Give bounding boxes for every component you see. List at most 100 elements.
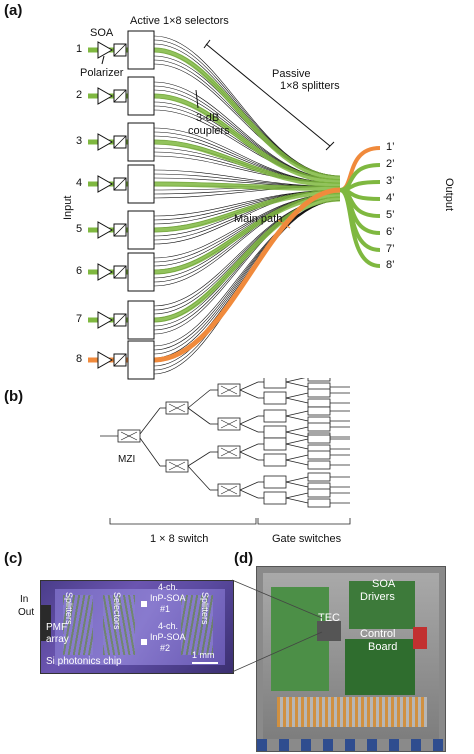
mzi-cross (220, 385, 238, 395)
scale-bar (192, 662, 218, 664)
tree-line (139, 437, 161, 467)
splitters-right-label: Splitters (200, 592, 210, 625)
soa1-line3: #1 (160, 604, 171, 614)
selector-region (103, 595, 135, 655)
soa2-line1: 4-ch. (158, 621, 179, 631)
ribbon-cables (277, 697, 427, 727)
tec-label: TEC (318, 612, 340, 624)
chip-photo (40, 580, 234, 674)
gate-box (307, 498, 331, 508)
input-axis-label: Input (62, 195, 74, 220)
pmf-label-line1: PMF (46, 622, 68, 633)
output-line (339, 163, 381, 192)
selectors-label-chip: Selectors (112, 592, 122, 630)
mzi-cross (220, 419, 238, 429)
main-path-label: Main path (234, 213, 283, 225)
output-port-label: 1’ (386, 141, 395, 153)
waveguide-line (153, 35, 341, 177)
selector-box (127, 252, 155, 292)
gate-bracket (257, 518, 351, 525)
control-board-line2: Board (368, 641, 398, 653)
output-axis-label: Output (443, 178, 455, 212)
scale-bar-label: 1 mm (192, 650, 215, 660)
mzi-cross (168, 403, 186, 413)
soa-driver-board (349, 581, 415, 629)
soa-symbol (97, 133, 114, 151)
input-port-label: 8 (76, 353, 83, 365)
gate-box (263, 437, 287, 451)
soa1-line1: 4-ch. (158, 582, 179, 592)
polarizer-slash (113, 89, 127, 103)
gate-box (307, 460, 331, 470)
tree-line (239, 381, 259, 391)
input-port-label: 2 (76, 89, 83, 101)
polarizer-slash (113, 43, 127, 57)
tree-line (239, 489, 259, 499)
polarizer-label: Polarizer (80, 67, 124, 79)
tree-line (239, 415, 259, 425)
gate-box (263, 391, 287, 405)
gate-box (307, 422, 331, 432)
gate-box (307, 406, 331, 416)
gate-box (263, 378, 287, 389)
tree-line (285, 392, 309, 399)
input-port-label: 1 (76, 43, 83, 55)
selector-box (127, 30, 155, 70)
in-label: In (20, 594, 29, 605)
gate-box (263, 409, 287, 423)
tree-line (285, 438, 309, 445)
couplers-label-line2: couplers (188, 125, 230, 137)
selector-box (127, 122, 155, 162)
switch-bracket (109, 518, 257, 525)
mzi-label: MZI (118, 454, 136, 465)
polarizer-arrow (101, 55, 105, 65)
tree-line (285, 426, 309, 433)
control-board (345, 639, 415, 695)
soa-drivers-line1: SOA (372, 578, 396, 590)
coupler-arrow (195, 89, 199, 109)
main-path-line (153, 187, 341, 363)
gate-box (263, 475, 287, 489)
soa-drivers-line2: Drivers (360, 591, 395, 603)
soa-die-1 (141, 601, 147, 607)
switch-label: 1 × 8 switch (150, 533, 209, 545)
soa1-line2: InP-SOA (150, 593, 186, 603)
tree-line (285, 481, 309, 488)
panel-d-label: (d) (234, 550, 254, 567)
output-port-label: 8’ (386, 259, 395, 271)
tree-line (285, 415, 309, 422)
splitters-left-label: Splitters (64, 592, 74, 625)
module-photo (256, 566, 446, 752)
green-path (153, 93, 341, 184)
input-port-label: 3 (76, 135, 83, 147)
output-port-label: 7’ (386, 243, 395, 255)
tree-line (285, 454, 309, 461)
output-port-label: 2’ (386, 158, 395, 170)
splitter-region-left (63, 595, 93, 655)
selectors-label: Active 1×8 selectors (130, 15, 229, 27)
green-path (153, 139, 341, 188)
tree-line (285, 476, 309, 483)
gate-box (307, 450, 331, 460)
tree-line (239, 481, 259, 491)
soa-symbol (97, 41, 114, 59)
out-label: Out (18, 607, 35, 618)
tree-line (285, 410, 309, 417)
tree-line (285, 459, 309, 466)
output-line (339, 188, 381, 268)
main-path-arrow (277, 219, 291, 229)
gate-box (307, 472, 331, 482)
splitter-region-right (181, 595, 213, 655)
tree-line (285, 381, 309, 388)
polarizer-slash (113, 265, 127, 279)
output-port-label: 4’ (386, 192, 395, 204)
soa-symbol (97, 221, 114, 239)
waveguide-line (153, 43, 341, 177)
output-port-label: 5’ (386, 209, 395, 221)
front-connectors (257, 739, 445, 751)
tree-line (187, 465, 211, 491)
tree-line (239, 451, 259, 461)
output-port-label: 3’ (386, 175, 395, 187)
control-board-line1: Control (360, 628, 396, 640)
mzi-cross (220, 485, 238, 495)
